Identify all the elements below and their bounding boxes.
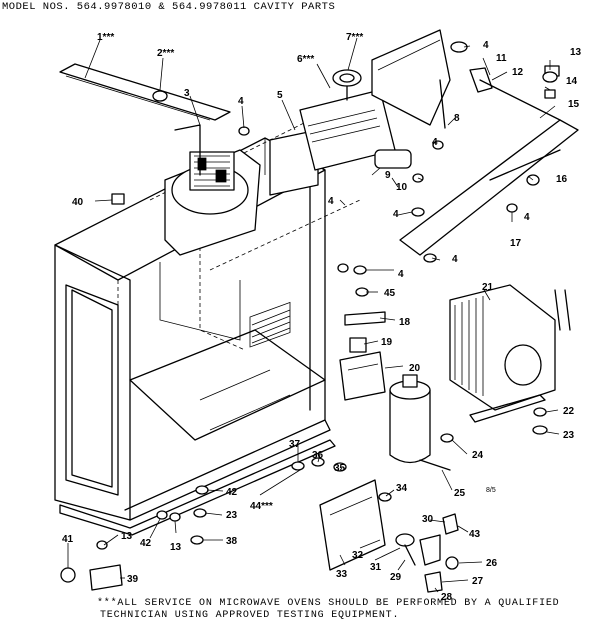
callout-5: 5 [277, 90, 283, 101]
callout-labels: 1*** 2*** 3 4 5 6*** 7*** 4 11 12 13 14 … [62, 32, 582, 603]
callout-2: 2*** [157, 48, 174, 59]
callout-4: 4 [238, 96, 244, 107]
callout-29: 29 [390, 572, 402, 583]
callout-19: 19 [381, 337, 393, 348]
callout-1: 1*** [97, 32, 114, 43]
callout-4: 4 [524, 212, 530, 223]
callout-20: 20 [409, 363, 421, 374]
callout-4: 4 [483, 40, 489, 51]
callout-18: 18 [399, 317, 411, 328]
callout-6: 6*** [297, 54, 314, 65]
callout-8: 8 [454, 113, 460, 124]
callout-40: 40 [72, 197, 84, 208]
callout-4: 4 [432, 137, 438, 148]
callout-31: 31 [370, 562, 382, 573]
callout-39: 39 [127, 574, 139, 585]
vent-grille [249, 301, 291, 348]
callout-4: 4 [328, 196, 334, 207]
callout-30: 30 [422, 514, 434, 525]
callout-13: 13 [570, 47, 582, 58]
base-rail [59, 439, 336, 536]
callout-45: 45 [384, 288, 396, 299]
callout-10: 10 [396, 182, 408, 193]
magnetron-assembly [269, 69, 412, 196]
callout-21: 21 [482, 282, 494, 293]
callout-36: 36 [312, 450, 324, 461]
diagram-header: MODEL NOS. 564.9978010 & 564.9978011 CAV… [2, 1, 336, 13]
callout-9: 9 [385, 170, 391, 181]
callout-13: 13 [170, 542, 182, 553]
callout-27: 27 [472, 576, 484, 587]
callout-33: 33 [336, 569, 348, 580]
service-notice: ***ALL SERVICE ON MICROWAVE OVENS SHOULD… [97, 598, 559, 622]
diode-bracket [319, 479, 459, 593]
callout-34: 34 [396, 483, 408, 494]
callout-25: 25 [454, 488, 466, 499]
callout-16: 16 [556, 174, 568, 185]
callout-3: 3 [184, 88, 190, 99]
callout-32: 32 [352, 550, 364, 561]
corner-mark: 8/5 [486, 487, 496, 494]
callout-22: 22 [563, 406, 575, 417]
callout-28: 28 [441, 592, 453, 603]
callout-23: 23 [226, 510, 238, 521]
callout-11: 11 [496, 53, 507, 64]
terminal-block [339, 311, 386, 401]
blower-motor-assembly [111, 124, 261, 256]
transformer [449, 284, 571, 435]
callout-43: 43 [469, 529, 481, 540]
callout-41: 41 [62, 534, 74, 545]
capacitor [389, 374, 454, 471]
callout-4: 4 [452, 254, 458, 265]
callout-42: 42 [140, 538, 152, 549]
callout-37: 37 [289, 439, 301, 450]
latch-bracket [399, 65, 579, 256]
callout-12: 12 [512, 67, 524, 78]
callout-42: 42 [226, 487, 238, 498]
callout-44: 44*** [250, 501, 273, 512]
leader-lines [67, 37, 560, 593]
callout-4: 4 [398, 269, 404, 280]
callout-13: 13 [121, 531, 133, 542]
callout-38: 38 [226, 536, 238, 547]
callout-14: 14 [566, 76, 578, 87]
callout-24: 24 [472, 450, 484, 461]
callout-15: 15 [568, 99, 580, 110]
callout-7: 7*** [346, 32, 363, 43]
cabinet-rail [59, 63, 231, 121]
callout-35: 35 [334, 463, 346, 474]
callout-4: 4 [393, 209, 399, 220]
oven-cavity [54, 109, 361, 521]
service-notice-line-1: ***ALL SERVICE ON MICROWAVE OVENS SHOULD… [97, 598, 560, 609]
callout-17: 17 [510, 238, 522, 249]
service-notice-line-2: TECHNICIAN USING APPROVED TESTING EQUIPM… [100, 610, 400, 621]
callout-26: 26 [486, 558, 498, 569]
callout-23: 23 [563, 430, 575, 441]
top-cover [371, 29, 451, 129]
